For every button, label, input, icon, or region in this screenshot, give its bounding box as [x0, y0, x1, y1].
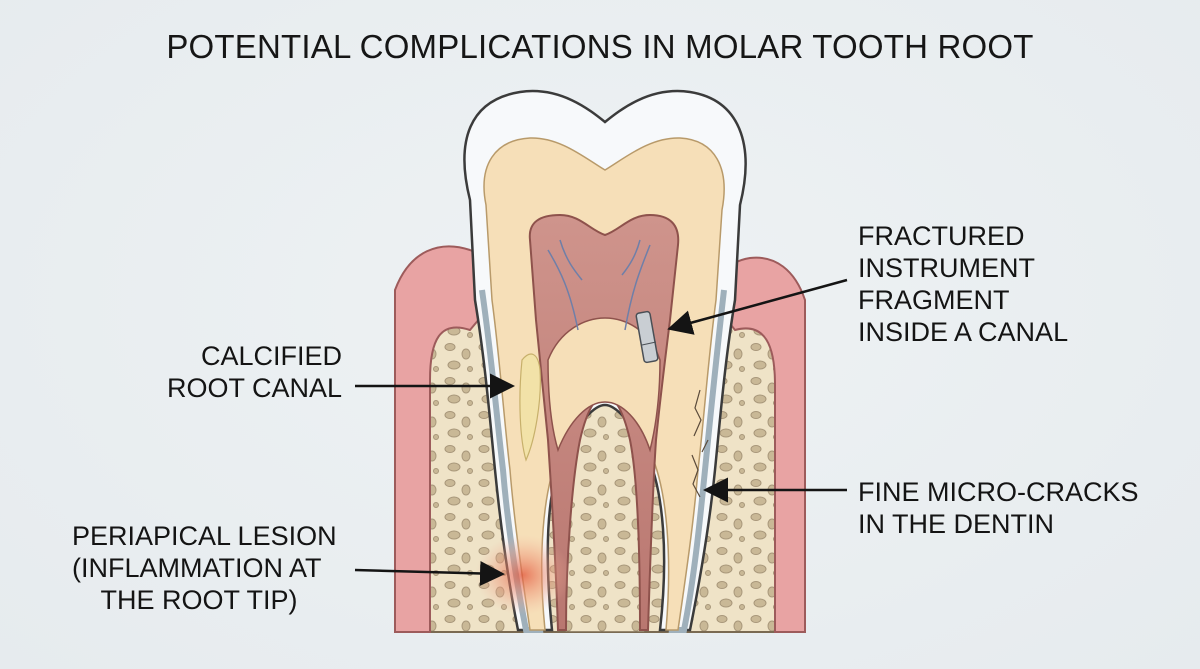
label-fractured-instrument: FRACTURED INSTRUMENT FRAGMENT INSIDE A C…: [858, 221, 1069, 347]
micro-cracks: [691, 389, 709, 498]
periapical-lesion: [475, 535, 571, 615]
arrow-fractured: [667, 278, 848, 335]
inner-dentin: [547, 317, 661, 453]
pulp-vessels: [547, 239, 651, 331]
calcified-canal-deposit: [519, 353, 541, 462]
label-periapical-lesion: PERIAPICAL LESION (INFLAMMATION AT THE R…: [72, 521, 337, 615]
instrument-fragment: [635, 310, 659, 364]
label-calcified-root-canal: CALCIFIED ROOT CANAL: [166, 341, 342, 403]
page-title: POTENTIAL COMPLICATIONS IN MOLAR TOOTH R…: [166, 28, 1034, 65]
arrow-periapical: [354, 560, 505, 586]
label-micro-cracks: FINE MICRO-CRACKS IN THE DENTIN: [858, 477, 1139, 539]
